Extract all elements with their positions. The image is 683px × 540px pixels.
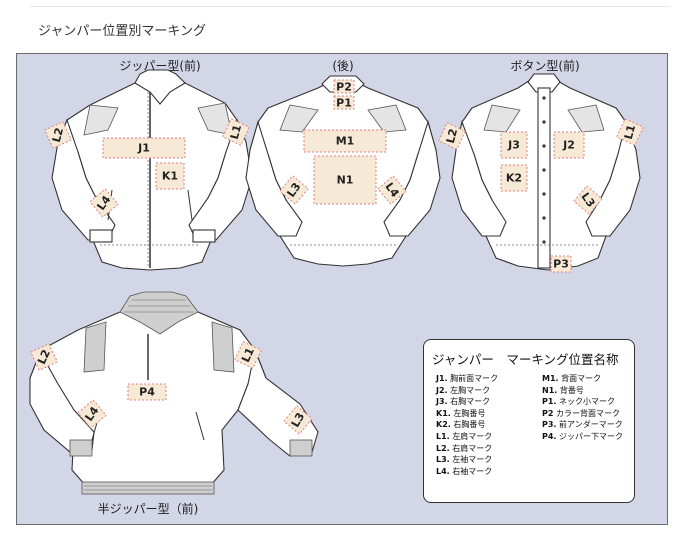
- marker-l4-zipper: L4: [89, 188, 119, 218]
- marker-l2-back-label: L2: [444, 127, 460, 145]
- marker-p1: P1: [333, 95, 355, 110]
- marker-n1: N1: [313, 155, 377, 205]
- marker-j3: J3: [500, 131, 528, 159]
- legend-title: ジャンパー マーキング位置名称: [432, 352, 619, 367]
- marker-k1-label: K1: [162, 170, 178, 183]
- legend-item: K1. 左胸番号: [436, 408, 486, 418]
- legend-item: P3. 前アンダーマーク: [542, 420, 623, 430]
- marker-l3-half: L3: [283, 405, 313, 435]
- marker-l2-zipper: L2: [44, 121, 72, 149]
- marker-p3-label: P3: [553, 258, 569, 271]
- marker-m1-label: M1: [336, 135, 355, 148]
- marker-p4: P4: [127, 383, 167, 401]
- legend-right-column: M1. 背面マーク N1. 背番号 P1. ネック小マーク P2 カラー背面マー…: [542, 373, 623, 443]
- view-label-zipper: ジッパー型(前): [119, 58, 200, 73]
- top-divider: [30, 6, 670, 7]
- marker-j3-label: J3: [507, 139, 520, 152]
- marker-l1-half: L1: [234, 341, 262, 369]
- marker-p4-label: P4: [139, 386, 155, 399]
- legend-item: L3. 左袖マーク: [436, 455, 493, 465]
- marker-l2-back: L2: [438, 122, 466, 150]
- marker-j2: J2: [553, 131, 585, 159]
- legend-item: M1. 背面マーク: [542, 374, 602, 383]
- legend-item: N1. 背番号: [542, 385, 584, 395]
- legend-item: J3. 右胸マーク: [436, 397, 491, 407]
- page-title: ジャンパー位置別マーキング: [38, 24, 206, 39]
- marker-j2-label: J2: [562, 139, 575, 152]
- marker-p3: P3: [550, 255, 572, 273]
- legend-box: ジャンパー マーキング位置名称 J1. 胸前面マーク J2. 左胸マーク J3.…: [423, 339, 635, 503]
- marker-l4-back: L4: [377, 175, 407, 205]
- marker-p2-label: P2: [336, 81, 352, 94]
- legend-item: J1. 胸前面マーク: [436, 374, 499, 383]
- marker-p1-label: P1: [336, 97, 352, 110]
- marker-m1: M1: [303, 129, 387, 153]
- half-zip-jacket-illustration: [29, 291, 319, 495]
- zipper-jacket-illustration: [51, 69, 253, 271]
- legend-item: P4. ジッパー下マーク: [542, 431, 624, 441]
- marker-l1-button: L1: [616, 118, 644, 146]
- marker-l1-zipper-label: L1: [228, 123, 244, 141]
- marker-l4-half: L4: [77, 399, 107, 429]
- marker-n1-label: N1: [337, 174, 354, 187]
- legend-item: K2. 右胸番号: [436, 420, 486, 430]
- marker-l3-half-label: L3: [289, 410, 308, 429]
- legend-item: P2 カラー背面マーク: [542, 408, 620, 418]
- legend-left-column: J1. 胸前面マーク J2. 左胸マーク J3. 右胸マーク K1. 左胸番号 …: [436, 373, 498, 477]
- legend-item: P1. ネック小マーク: [542, 397, 616, 407]
- legend-item: J2. 左胸マーク: [436, 385, 491, 395]
- marker-l1-button-label: L1: [622, 123, 638, 141]
- marker-l3-button: L3: [573, 185, 603, 215]
- marker-p2: P2: [333, 79, 355, 94]
- legend-item: L4. 右袖マーク: [436, 466, 493, 476]
- marker-l2-half-label: L2: [35, 348, 53, 367]
- view-label-back: (後): [332, 59, 353, 73]
- marker-k1: K1: [155, 162, 185, 190]
- marker-l2-half: L2: [30, 343, 58, 371]
- marker-l1-half-label: L1: [239, 346, 257, 365]
- marker-l2-zipper-label: L2: [50, 126, 66, 144]
- marker-k2: K2: [500, 164, 528, 192]
- legend-item: L1. 左肩マーク: [436, 431, 493, 441]
- legend-item: L2. 右肩マーク: [436, 443, 493, 453]
- marker-l1-zipper: L1: [222, 118, 250, 146]
- view-label-half-zip: 半ジッパー型（前): [98, 501, 199, 516]
- marker-j1: J1: [102, 137, 186, 159]
- marker-k2-label: K2: [506, 172, 522, 185]
- marker-l3-back: L3: [279, 175, 309, 205]
- button-jacket-illustration: [451, 73, 641, 271]
- marker-j1-label: J1: [137, 142, 150, 155]
- view-label-button: ボタン型(前): [510, 58, 579, 73]
